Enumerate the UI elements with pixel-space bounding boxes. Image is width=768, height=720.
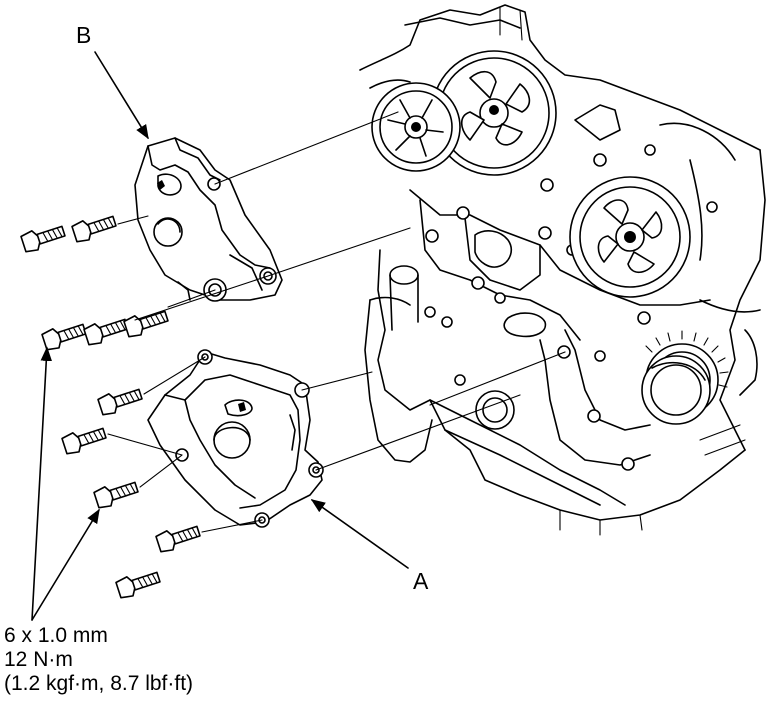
callout-label-a: A — [413, 568, 429, 594]
bolt-torque-nm-text: 12 N·m — [4, 648, 73, 671]
camshaft-pulley-rear — [569, 176, 691, 298]
bolt-size-text: 6 x 1.0 mm — [4, 624, 108, 647]
upper-cover-b — [134, 137, 283, 302]
arrow-to-lower-bolt — [31, 508, 100, 621]
assembly-guide-lines — [107, 111, 566, 533]
callout-arrows — [31, 51, 409, 621]
arrow-to-cover-b — [94, 51, 149, 140]
bolt-torque-alt-text: (1.2 kgf·m, 8.7 lbf·ft) — [4, 672, 194, 695]
crankshaft-pulley — [641, 355, 711, 425]
mounting-bolts — [20, 215, 201, 599]
bolt-spec-block: 6 x 1.0 mm 12 N·m (1.2 kgf·m, 8.7 lbf·ft… — [4, 624, 193, 696]
arrow-to-cover-a — [310, 499, 409, 569]
arrow-to-upper-bolt — [31, 346, 53, 621]
idler-pulley-left — [371, 82, 461, 172]
lower-cover-a — [147, 349, 324, 528]
callout-label-b: B — [76, 22, 92, 48]
